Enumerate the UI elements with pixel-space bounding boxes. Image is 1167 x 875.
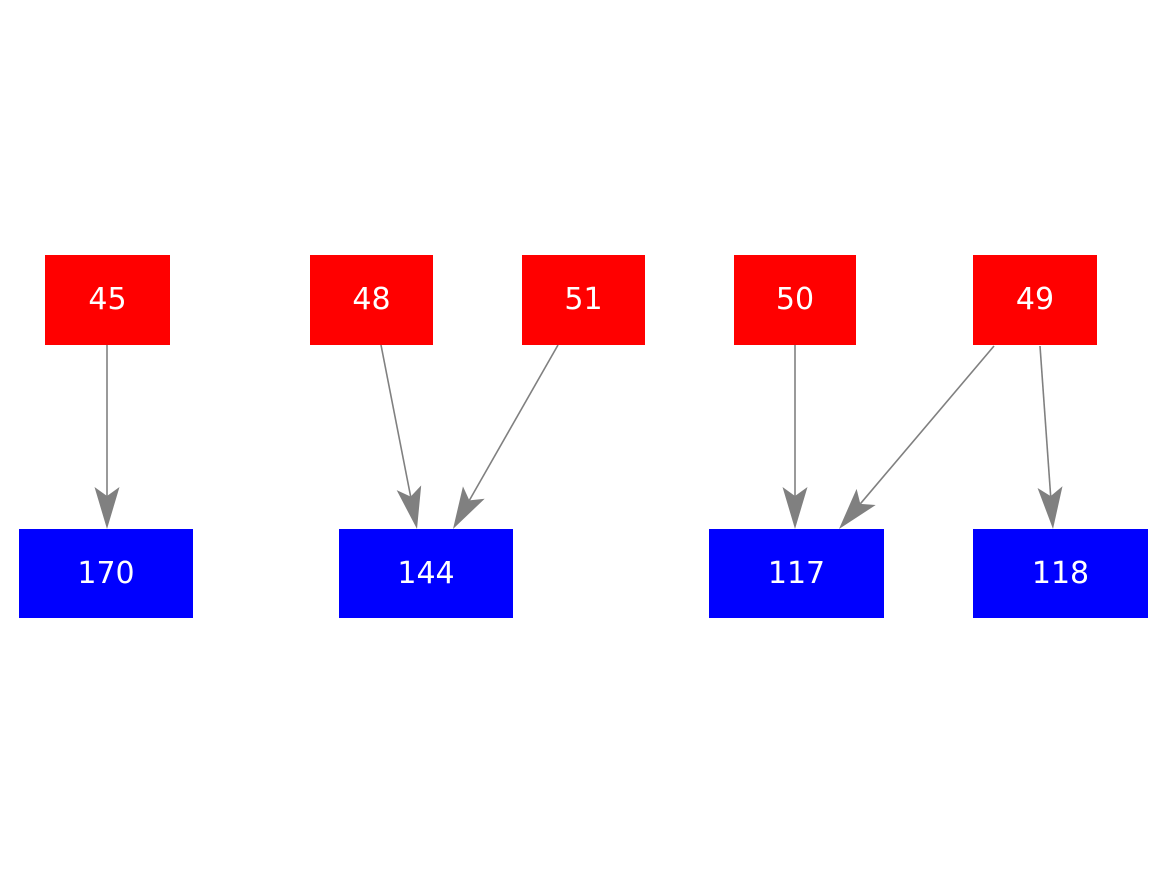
edge-line-48-to-144: [380, 344, 412, 497]
graph-node-144: 144: [339, 529, 513, 618]
node-label: 117: [767, 555, 826, 591]
graph-node-117: 117: [709, 529, 884, 618]
node-label: 45: [88, 282, 127, 317]
graph-node-48: 48: [310, 255, 433, 345]
node-label: 49: [1015, 282, 1055, 317]
arrowhead-icon: [453, 486, 485, 529]
node-label: 170: [77, 555, 135, 591]
arrowhead-icon: [782, 487, 808, 529]
edge-line-49-to-117: [859, 345, 995, 505]
arrowhead-icon: [839, 488, 876, 529]
graph-node-118: 118: [973, 529, 1148, 618]
edge-group: [94, 344, 1063, 529]
graph-node-49: 49: [973, 255, 1097, 345]
graph-node-170: 170: [19, 529, 193, 618]
graph-node-51: 51: [522, 255, 645, 345]
node-label: 48: [352, 282, 391, 317]
graph-node-50: 50: [734, 255, 856, 345]
edge-line-49-to-118: [1039, 345, 1052, 497]
edge-line-51-to-144: [468, 344, 559, 501]
arrowhead-icon: [1037, 486, 1063, 529]
arrowhead-icon: [396, 485, 422, 529]
node-label: 144: [397, 555, 455, 591]
node-label: 118: [1031, 555, 1090, 591]
arrowhead-icon: [94, 487, 120, 529]
node-label: 50: [775, 282, 815, 317]
graph-node-45: 45: [45, 255, 170, 345]
node-label: 51: [564, 282, 603, 317]
